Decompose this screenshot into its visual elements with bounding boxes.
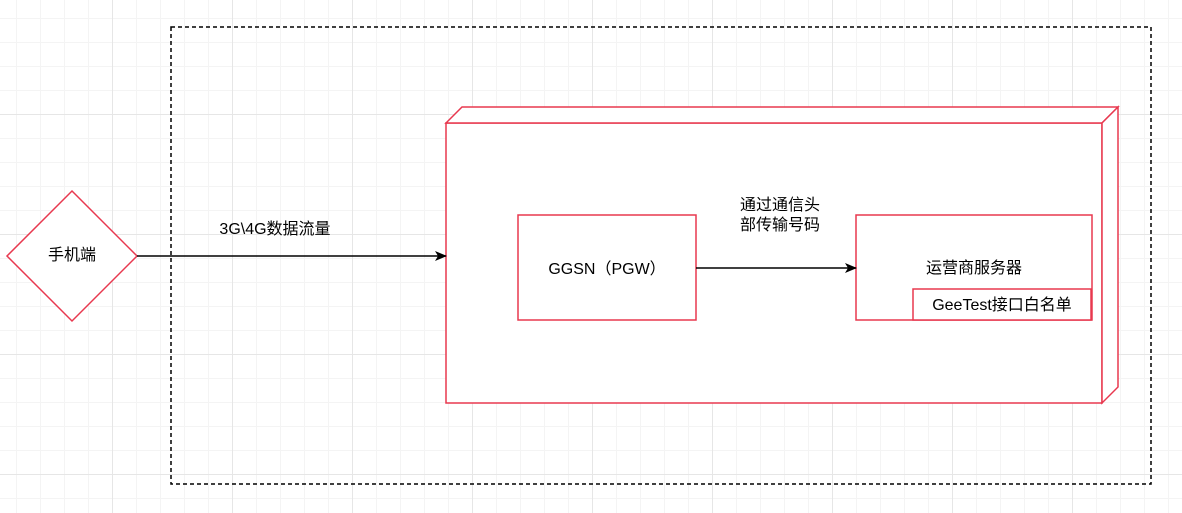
traffic-edge-label: 3G\4G数据流量 bbox=[219, 221, 331, 238]
cube-top-face bbox=[444, 106, 1120, 124]
geetest-whitelist-label: GeeTest接口白名单 bbox=[932, 297, 1072, 314]
ggsn-box[interactable] bbox=[517, 214, 697, 321]
phone-diamond[interactable] bbox=[5, 189, 139, 323]
phone-label: 手机端 bbox=[47, 247, 96, 264]
dashed-boundary[interactable] bbox=[170, 26, 1152, 485]
cube-side-face bbox=[1101, 105, 1119, 405]
geetest-whitelist-box[interactable] bbox=[912, 288, 1092, 321]
transmit-edge-label: 通过通信头部传输号码 bbox=[740, 197, 821, 234]
ggsn-label: GGSN（PGW） bbox=[548, 261, 666, 278]
operator-server-label: 运营商服务器 bbox=[925, 260, 1022, 277]
